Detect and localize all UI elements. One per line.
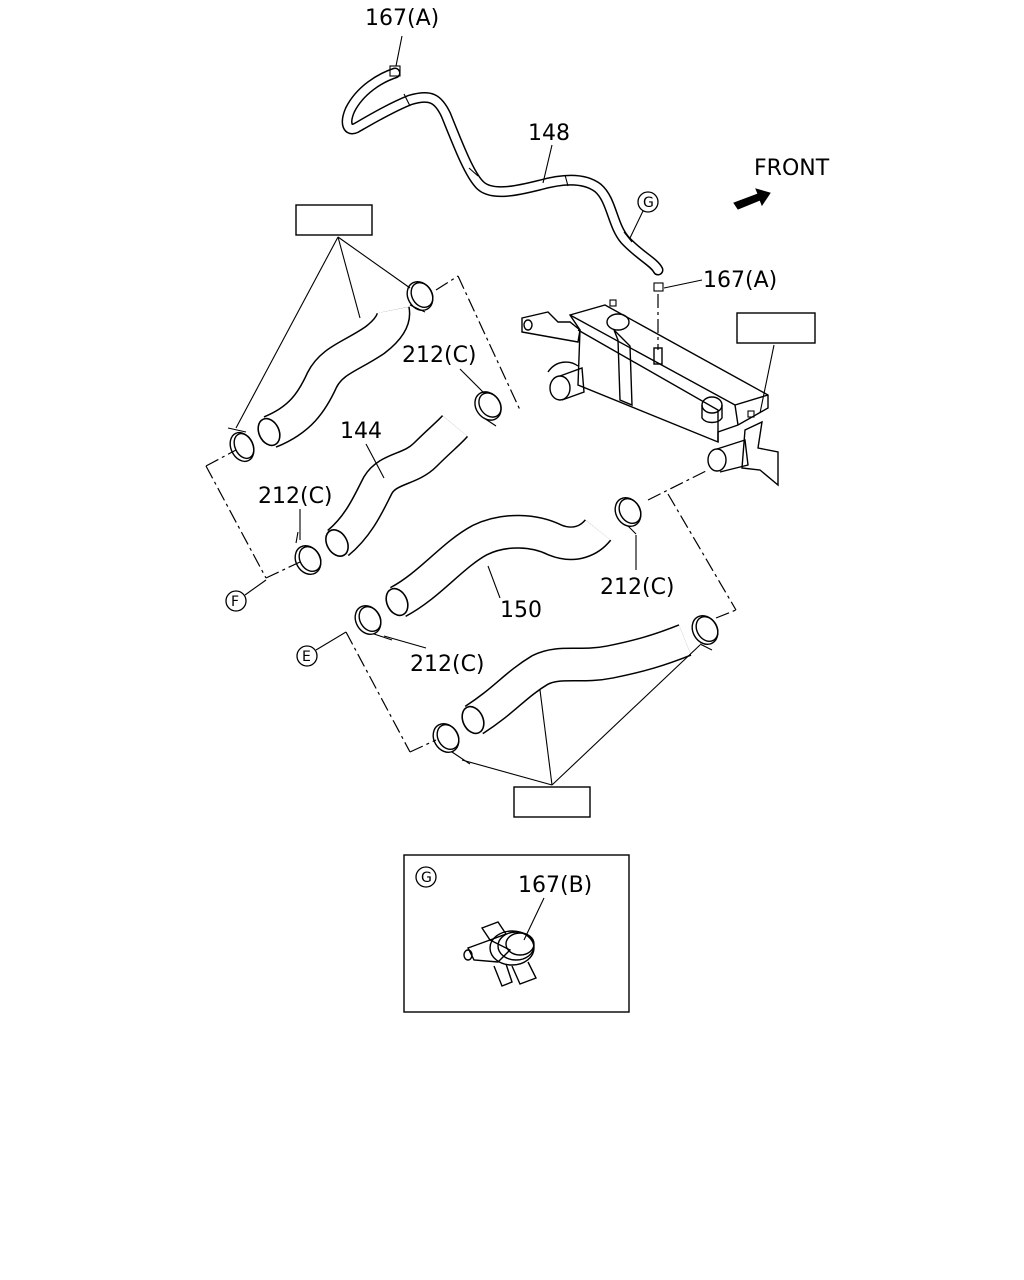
clamp-212c-left bbox=[294, 531, 322, 576]
callout-212c-left: 212(C) bbox=[258, 484, 333, 509]
dash-left-1 bbox=[205, 449, 237, 467]
detail-g-label: 167(B) bbox=[518, 873, 592, 898]
front-arrow-icon bbox=[733, 188, 771, 210]
callout-212c-lower: 212(C) bbox=[410, 652, 485, 677]
hose-150 bbox=[385, 514, 612, 618]
marker-g-top: G bbox=[629, 191, 659, 239]
hose-144 bbox=[325, 414, 469, 557]
callout-148: 148 bbox=[528, 121, 570, 146]
leader-212c-lower bbox=[383, 635, 427, 649]
marker-g-top-label: G bbox=[643, 195, 654, 211]
dash-right-1 bbox=[647, 469, 709, 501]
callout-144: 144 bbox=[340, 419, 382, 444]
dash-upper-1 bbox=[435, 275, 459, 291]
callout-212c-upper: 212(C) bbox=[402, 343, 477, 368]
callout-212c-right: 212(C) bbox=[600, 575, 675, 600]
front-label: FRONT bbox=[754, 156, 830, 181]
clamp-212c-right bbox=[614, 496, 642, 535]
clamp-lower-left bbox=[432, 722, 471, 765]
ref-box-bottom bbox=[513, 786, 591, 818]
detail-g-marker-label: G bbox=[421, 870, 432, 886]
leader-144 bbox=[365, 443, 385, 479]
breather-hose-148 bbox=[341, 65, 664, 276]
hose-upper-left bbox=[257, 306, 411, 448]
dash-lower-1 bbox=[345, 631, 411, 753]
clip-167b-drawing bbox=[463, 921, 537, 987]
clamp-lower-right bbox=[691, 614, 719, 651]
ref-box-right bbox=[736, 312, 816, 344]
clamp-212c-lower bbox=[354, 604, 393, 641]
ref-box-top-left bbox=[295, 204, 373, 236]
hose-lower bbox=[461, 624, 692, 735]
detail-g-marker bbox=[415, 866, 437, 888]
clamp-upper-left-a bbox=[227, 427, 255, 463]
callout-150: 150 bbox=[500, 598, 542, 623]
leaders-ref-top-left bbox=[235, 236, 411, 429]
leader-167a-top bbox=[395, 35, 403, 67]
leader-212c-upper bbox=[459, 368, 485, 394]
detail-g-leader bbox=[523, 897, 545, 941]
marker-f: F bbox=[225, 579, 267, 612]
dash-right-2 bbox=[667, 493, 737, 611]
clamp-212c-upper bbox=[474, 391, 502, 427]
dash-left-2 bbox=[205, 465, 267, 579]
marker-e-label: E bbox=[302, 649, 311, 665]
marker-e: E bbox=[296, 631, 347, 667]
detail-g-panel: G 167(B) bbox=[403, 854, 630, 1013]
intercooler bbox=[521, 299, 779, 487]
dash-right-3 bbox=[715, 609, 737, 619]
leader-150 bbox=[487, 565, 501, 599]
leader-ref-right bbox=[759, 344, 775, 414]
callout-167a-right: 167(A) bbox=[703, 268, 777, 293]
dash-left-3 bbox=[265, 561, 301, 579]
leaders-ref-bottom bbox=[461, 644, 701, 786]
clamp-upper-left-b bbox=[406, 280, 434, 313]
dash-lower-2 bbox=[409, 739, 437, 753]
leader-167a-right bbox=[663, 279, 703, 289]
leader-148 bbox=[542, 144, 553, 184]
marker-f-label: F bbox=[231, 594, 239, 610]
front-indicator: FRONT bbox=[733, 156, 830, 210]
callout-167a-top: 167(A) bbox=[365, 6, 439, 31]
